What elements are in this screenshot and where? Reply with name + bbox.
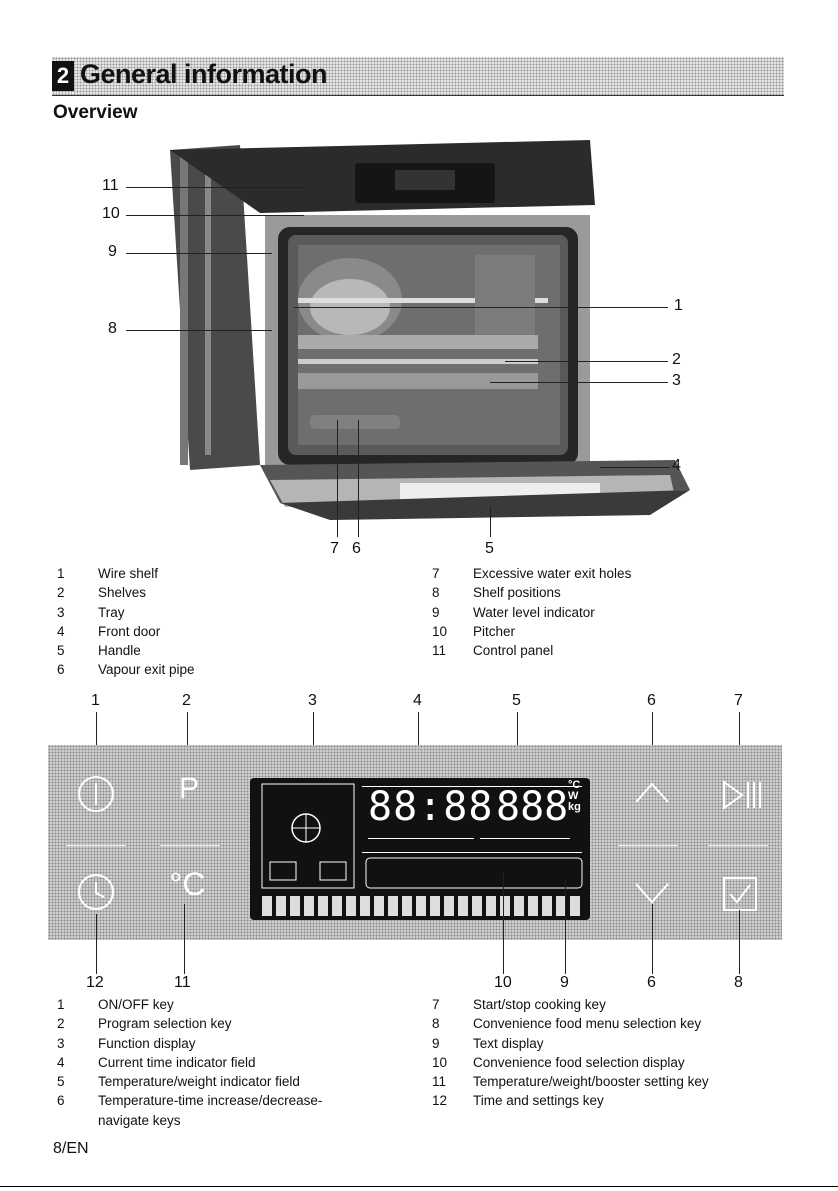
callout-3: 3 (672, 372, 681, 389)
panel-callout-6-top: 6 (647, 692, 656, 709)
panel-callout-line-8 (739, 910, 740, 974)
section-number-badge: 2 (52, 61, 74, 91)
unit-indicators: °C W kg (568, 779, 581, 813)
time-digits: 88:88 (368, 784, 494, 830)
panel-callout-8: 8 (734, 974, 743, 991)
panel-callout-9: 9 (560, 974, 569, 991)
callout-line-10 (126, 215, 304, 216)
bottom-rule (0, 1186, 838, 1187)
callout-8: 8 (108, 320, 117, 337)
panel-callout-line-12 (96, 914, 97, 974)
display-graphics (261, 783, 583, 916)
panel-callout-line-2 (187, 712, 188, 770)
callout-line-9 (126, 253, 272, 254)
panel-callout-3: 3 (308, 692, 317, 709)
callout-line-4 (600, 467, 670, 468)
page-number: 8/EN (53, 1140, 89, 1157)
panel-callout-10: 10 (494, 974, 512, 991)
checkbox-icon[interactable] (722, 876, 758, 912)
panel-callout-1: 1 (91, 692, 100, 709)
callout-10: 10 (102, 205, 120, 222)
section-header: 2 General information (52, 57, 784, 96)
callout-11: 11 (102, 177, 119, 194)
play-pause-icon[interactable] (720, 778, 764, 812)
panel-callout-line-1 (96, 712, 97, 770)
temperature-digits: 888 (496, 784, 569, 830)
callout-line-7 (337, 420, 338, 537)
callout-line-3 (490, 382, 668, 383)
callout-line-5 (490, 506, 491, 537)
callout-9: 9 (108, 243, 117, 260)
temperature-key[interactable]: °C (169, 866, 206, 902)
callout-5: 5 (485, 540, 494, 557)
panel-callout-line-11 (184, 904, 185, 974)
panel-callout-line-9 (565, 880, 566, 974)
callout-1: 1 (674, 297, 683, 314)
panel-callout-line-6-bottom (652, 904, 653, 974)
panel-callout-11: 11 (174, 974, 191, 991)
clock-icon[interactable] (74, 870, 118, 914)
power-icon[interactable] (74, 772, 118, 816)
callout-line-11 (126, 187, 304, 188)
callout-4: 4 (672, 457, 681, 474)
chevron-up-icon[interactable] (632, 778, 672, 808)
chevron-down-icon[interactable] (632, 878, 672, 908)
program-key[interactable]: P (178, 772, 199, 805)
section-title: General information (80, 59, 328, 89)
callout-line-2 (505, 361, 668, 362)
panel-callout-12: 12 (86, 974, 104, 991)
panel-callout-5: 5 (512, 692, 521, 709)
panel-callout-2: 2 (182, 692, 191, 709)
callout-2: 2 (672, 351, 681, 368)
callout-line-8 (126, 330, 272, 331)
callout-line-1 (294, 307, 668, 308)
panel-callout-4: 4 (413, 692, 422, 709)
callout-6: 6 (352, 540, 361, 557)
callout-line-6 (358, 420, 359, 537)
panel-callout-7: 7 (734, 692, 743, 709)
overview-heading: Overview (53, 102, 138, 123)
panel-callout-line-10 (503, 872, 504, 974)
panel-callout-6-bottom: 6 (647, 974, 656, 991)
callout-7: 7 (330, 540, 339, 557)
oven-photo (170, 140, 690, 520)
